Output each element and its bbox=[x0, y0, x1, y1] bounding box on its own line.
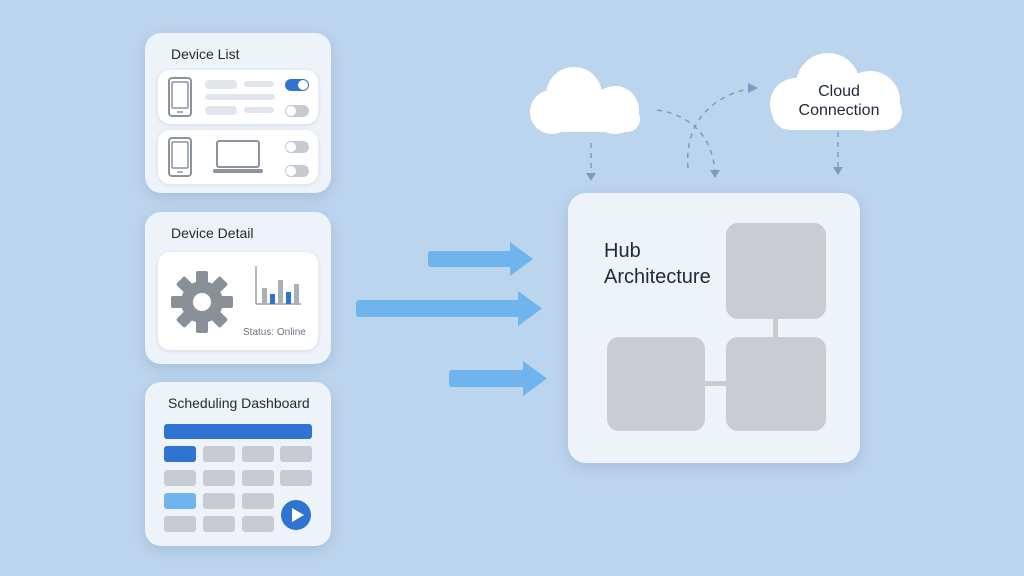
hub-link-vertical bbox=[773, 319, 778, 337]
device-toggle[interactable] bbox=[285, 105, 309, 117]
placeholder-bar bbox=[205, 80, 237, 89]
schedule-cell[interactable] bbox=[242, 446, 274, 462]
schedule-cell[interactable] bbox=[203, 446, 235, 462]
device-toggle[interactable] bbox=[285, 165, 309, 177]
schedule-cell[interactable] bbox=[203, 516, 235, 532]
schedule-cell[interactable] bbox=[242, 516, 274, 532]
device-toggle[interactable] bbox=[285, 79, 309, 91]
device-toggle[interactable] bbox=[285, 141, 309, 153]
arrow-to-hub-2 bbox=[356, 291, 542, 326]
device-detail-title: Device Detail bbox=[171, 225, 254, 241]
schedule-cell[interactable] bbox=[203, 493, 235, 509]
device-list-card: Device List bbox=[145, 33, 331, 193]
placeholder-bar bbox=[244, 107, 274, 113]
cloud-connection-label: Cloud Connection bbox=[798, 83, 880, 119]
phone-icon bbox=[168, 77, 192, 117]
schedule-cell[interactable] bbox=[280, 446, 312, 462]
hub-module-right bbox=[726, 337, 826, 431]
schedule-cell[interactable] bbox=[164, 493, 196, 509]
device-status-text: Status: Online bbox=[243, 327, 306, 338]
device-list-row-1[interactable] bbox=[158, 70, 318, 124]
device-list-row-2[interactable] bbox=[158, 130, 318, 184]
schedule-cell[interactable] bbox=[164, 516, 196, 532]
laptop-icon bbox=[213, 140, 263, 173]
cloud-icon bbox=[530, 67, 640, 134]
play-icon[interactable] bbox=[280, 499, 312, 531]
schedule-header-bar bbox=[164, 424, 312, 439]
schedule-cell[interactable] bbox=[242, 470, 274, 486]
scheduling-dashboard-card: Scheduling Dashboard bbox=[145, 382, 331, 546]
device-list-title: Device List bbox=[171, 46, 240, 62]
schedule-cell[interactable] bbox=[164, 470, 196, 486]
hub-link-horizontal bbox=[705, 381, 726, 386]
placeholder-bar bbox=[205, 106, 237, 115]
schedule-cell[interactable] bbox=[242, 493, 274, 509]
scheduling-dashboard-title: Scheduling Dashboard bbox=[168, 395, 310, 411]
device-detail-card: Device Detail Status: bbox=[145, 212, 331, 364]
arrow-to-hub-3 bbox=[449, 361, 547, 396]
placeholder-bar bbox=[205, 94, 275, 100]
arrow-to-hub-1 bbox=[428, 242, 533, 276]
bar-chart-icon bbox=[255, 266, 301, 305]
hub-module-left bbox=[607, 337, 705, 431]
hub-module-top bbox=[726, 223, 826, 319]
phone-icon bbox=[168, 137, 192, 177]
hub-title: Hub Architecture bbox=[604, 240, 711, 288]
gear-icon bbox=[171, 271, 233, 333]
schedule-cell[interactable] bbox=[280, 470, 312, 486]
device-detail-panel: Status: Online bbox=[158, 252, 318, 350]
schedule-cell[interactable] bbox=[203, 470, 235, 486]
schedule-cell[interactable] bbox=[164, 446, 196, 462]
hub-architecture-card: Hub Architecture bbox=[568, 193, 860, 463]
placeholder-bar bbox=[244, 81, 274, 87]
